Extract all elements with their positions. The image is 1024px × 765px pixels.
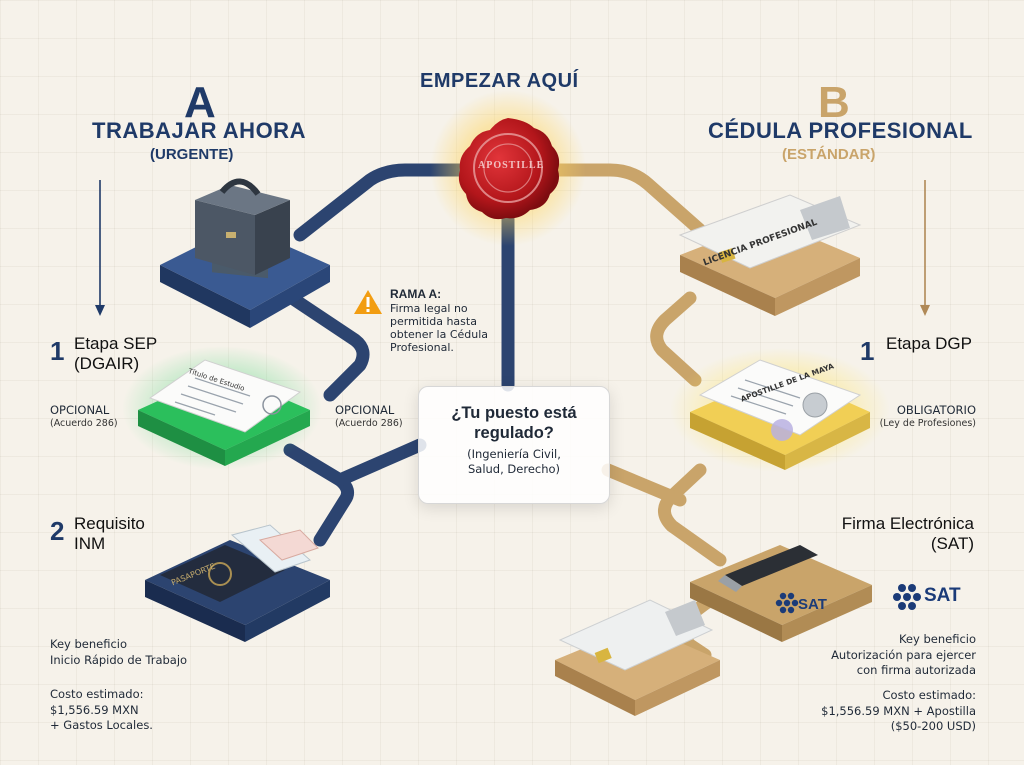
briefcase-icon	[195, 178, 290, 279]
certificate-left-platform	[122, 346, 322, 470]
right-benefit-label: Key beneficio	[898, 632, 976, 646]
right-cost-label: Costo estimado:	[882, 688, 977, 702]
branch-b-subtitle: (ESTÁNDAR)	[782, 146, 876, 163]
right-mandatory-note: (Ley de Profesiones)	[879, 418, 976, 429]
right-benefit-text: Autorización para ejercer con firma auto…	[831, 648, 976, 677]
sat-logo-text: SAT	[924, 585, 961, 606]
branch-a-title: TRABAJAR AHORA	[92, 118, 306, 143]
left-benefit-label: Key beneficio	[50, 637, 128, 651]
right-stage1-number: 1	[860, 336, 875, 366]
right-optional-label: OPCIONAL	[335, 403, 395, 417]
license-platform	[678, 194, 862, 316]
start-label: EMPEZAR AQUÍ	[420, 70, 579, 92]
warning-icon	[354, 290, 382, 314]
left-stage1-title: Etapa SEP (DGAIR)	[74, 334, 158, 373]
left-stage2-number: 2	[50, 516, 65, 546]
right-arrow-icon	[920, 180, 930, 316]
right-stage2-title: Firma Electrónica (SAT)	[841, 514, 974, 553]
left-optional-label: OPCIONAL	[50, 403, 110, 417]
certificate-right-platform	[670, 348, 890, 472]
sat-logo-icon	[893, 584, 921, 610]
right-mandatory-label: OBLIGATORIO	[896, 403, 976, 417]
seal-text: APOSTILLE	[478, 160, 545, 171]
left-stage1-number: 1	[50, 336, 65, 366]
decision-card: ¿Tu puesto está regulado? (Ingeniería Ci…	[418, 386, 610, 504]
decision-examples: (Ingeniería Civil, Salud, Derecho)	[467, 447, 561, 476]
apostille-seal	[430, 90, 586, 246]
usb-platform	[690, 545, 872, 642]
decision-question: ¿Tu puesto está regulado?	[451, 404, 577, 442]
left-optional-note: (Acuerdo 286)	[50, 418, 118, 429]
warning-title: RAMA A:	[390, 287, 442, 301]
branch-b-letter: B	[818, 78, 850, 127]
right-cost-text: $1,556.59 MXN + Apostilla ($50-200 USD)	[821, 704, 976, 733]
warning-text: Firma legal no permitida hasta obtener l…	[390, 302, 489, 354]
left-arrow-icon	[95, 180, 105, 316]
branch-a-letter: A	[184, 78, 216, 127]
right-connector	[541, 163, 727, 662]
usb-sat-logo-icon	[775, 592, 799, 614]
usb-sat-text: SAT	[798, 596, 827, 613]
id-card-platform	[555, 599, 720, 716]
left-cost-text: $1,556.59 MXN + Gastos Locales.	[50, 703, 153, 732]
right-optional-note: (Acuerdo 286)	[335, 418, 403, 429]
branch-b-title: CÉDULA PROFESIONAL	[708, 118, 973, 143]
right-stage1-title: Etapa DGP	[886, 334, 972, 353]
left-stage2-title: Requisito INM	[74, 514, 145, 553]
passport-platform	[145, 524, 330, 642]
left-cost-label: Costo estimado:	[50, 687, 144, 701]
left-benefit-text: Inicio Rápido de Trabajo	[50, 653, 188, 667]
branch-a-subtitle: (URGENTE)	[150, 146, 234, 163]
